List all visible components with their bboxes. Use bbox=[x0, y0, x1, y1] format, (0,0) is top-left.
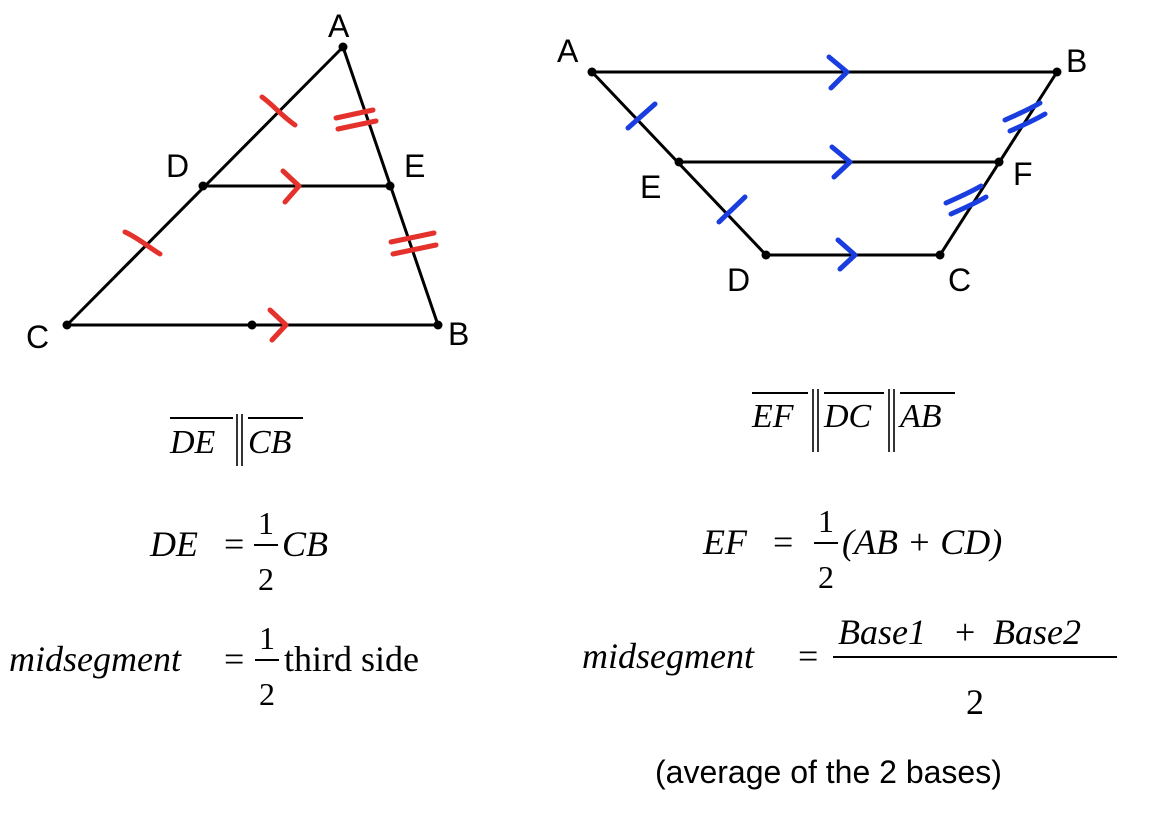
point-a bbox=[338, 42, 348, 52]
lhs-midsegment: midsegment bbox=[582, 636, 755, 676]
double-tick-ae-1 bbox=[333, 107, 376, 121]
label-b: B bbox=[1066, 43, 1087, 79]
triangle-length-formula: DE = 1 2 CB bbox=[149, 505, 328, 597]
double-tick-bf-2 bbox=[1007, 111, 1048, 134]
double-tick-ae-2 bbox=[335, 118, 379, 132]
fraction-numerator: 1 bbox=[259, 620, 275, 656]
rhs-cb: CB bbox=[282, 524, 328, 564]
label-d: D bbox=[727, 262, 750, 298]
lhs-ef: EF bbox=[702, 522, 748, 562]
trapezoid-length-formula: EF = 1 2 (AB + CD) bbox=[702, 503, 1002, 595]
fraction-numerator: 1 bbox=[258, 505, 274, 541]
point-a bbox=[587, 67, 597, 77]
congruence-tick-ad bbox=[259, 94, 298, 128]
segment-ab: AB bbox=[898, 398, 942, 435]
congruence-tick-ed bbox=[716, 194, 748, 225]
lhs-de: DE bbox=[149, 524, 198, 564]
segment-ef: EF bbox=[751, 398, 795, 435]
double-tick-fc-2 bbox=[948, 194, 989, 217]
numerator-base2: Base2 bbox=[993, 612, 1081, 652]
label-a: A bbox=[557, 33, 579, 69]
label-d: D bbox=[166, 148, 189, 184]
double-tick-fc-1 bbox=[943, 183, 984, 206]
triangle-parallel-statement: DE CB bbox=[169, 414, 303, 466]
fraction-denominator: 2 bbox=[818, 559, 834, 595]
parallel-arrow-dc bbox=[835, 237, 858, 272]
rhs-ab-plus-cd: (AB + CD) bbox=[842, 522, 1002, 562]
point-d bbox=[761, 250, 771, 260]
parallel-arrow-ef bbox=[829, 144, 853, 180]
average-note: (average of the 2 bases) bbox=[655, 754, 1002, 790]
point-d bbox=[198, 181, 208, 191]
point-cb-mid bbox=[247, 320, 257, 330]
numerator-base1: Base1 bbox=[838, 612, 926, 652]
label-c: C bbox=[948, 262, 971, 298]
label-c: C bbox=[26, 319, 49, 355]
double-tick-eb-1 bbox=[388, 230, 437, 245]
triangle-figure: A D E C B bbox=[26, 8, 469, 355]
congruence-tick-ae bbox=[625, 101, 658, 131]
triangle-midsegment-formula: midsegment = 1 2 third side bbox=[9, 620, 419, 712]
double-tick-bf-1 bbox=[1002, 100, 1043, 123]
point-b bbox=[1052, 67, 1062, 77]
point-e bbox=[674, 157, 684, 167]
equals-sign: = bbox=[224, 524, 244, 564]
fraction-denominator: 2 bbox=[258, 561, 274, 597]
point-e bbox=[385, 181, 395, 191]
label-f: F bbox=[1013, 156, 1033, 192]
label-e: E bbox=[404, 148, 425, 184]
trapezoid-midsegment-formula: midsegment = Base1 + Base2 2 bbox=[582, 612, 1117, 722]
point-b bbox=[433, 320, 443, 330]
congruence-tick-dc bbox=[122, 229, 163, 257]
point-c bbox=[62, 320, 72, 330]
segment-dc: DC bbox=[823, 398, 872, 435]
segment-de: DE bbox=[169, 424, 216, 461]
point-f bbox=[994, 157, 1004, 167]
fraction-denominator: 2 bbox=[966, 682, 984, 722]
parallel-arrow-de bbox=[280, 168, 302, 205]
equals-sign: = bbox=[773, 522, 793, 562]
label-b: B bbox=[448, 316, 469, 352]
fraction-numerator: 1 bbox=[818, 503, 834, 539]
label-e: E bbox=[640, 169, 661, 205]
equals-sign: = bbox=[798, 636, 818, 676]
equals-sign: = bbox=[224, 639, 244, 679]
label-a: A bbox=[328, 8, 350, 44]
double-tick-eb-2 bbox=[390, 242, 439, 257]
trapezoid-parallel-statement: EF DC AB bbox=[751, 389, 955, 452]
parallel-arrow-ab bbox=[826, 54, 850, 91]
lhs-midsegment: midsegment bbox=[9, 639, 182, 679]
parallel-arrow-cb bbox=[267, 307, 289, 343]
fraction-denominator: 2 bbox=[259, 676, 275, 712]
numerator-plus: + bbox=[955, 612, 975, 652]
rhs-third-side: third side bbox=[284, 639, 419, 679]
segment-cb: CB bbox=[248, 424, 292, 461]
point-c bbox=[935, 250, 945, 260]
trapezoid-figure: A B E F D C bbox=[557, 33, 1087, 298]
